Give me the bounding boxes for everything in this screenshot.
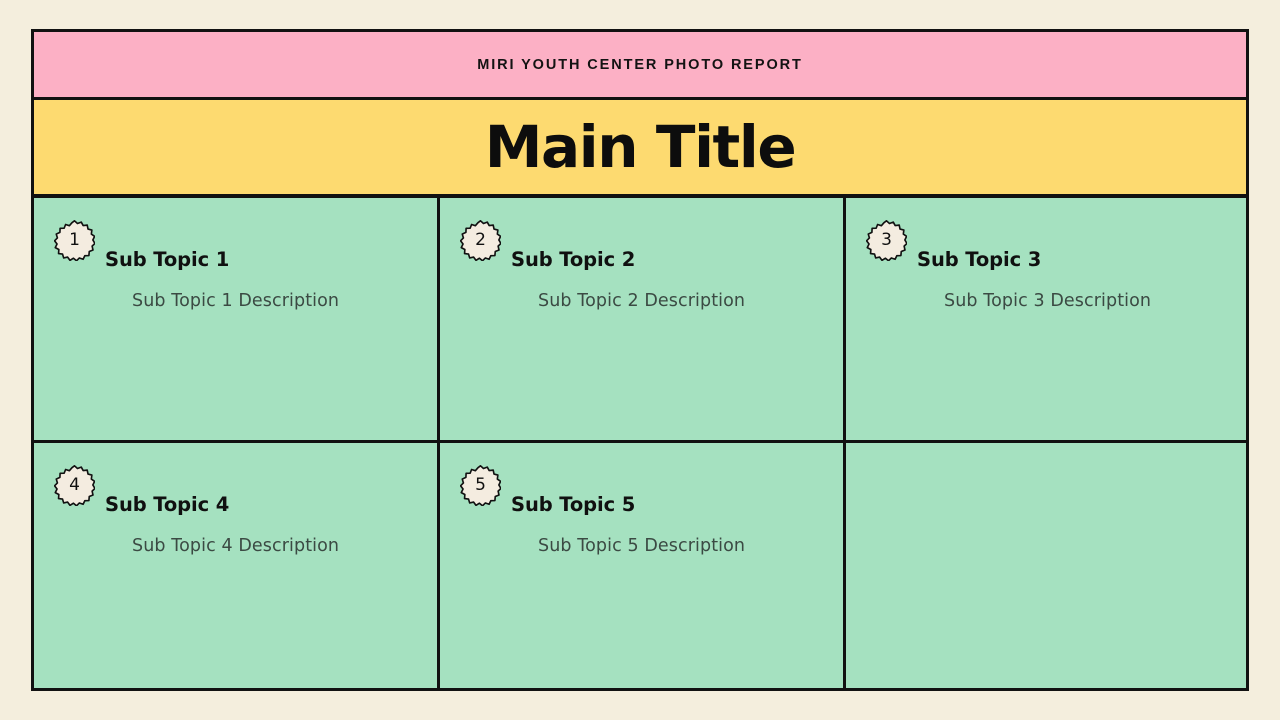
- subtopic-title: Sub Topic 2: [511, 248, 636, 271]
- subtopic-cell-6-empty[interactable]: [846, 443, 1246, 688]
- seal-badge-icon: 5: [460, 465, 501, 506]
- subtopic-header-3: 3 Sub Topic 3: [866, 220, 1228, 278]
- seal-badge-icon: 1: [54, 220, 95, 261]
- report-poster: MIRI YOUTH CENTER PHOTO REPORT Main Titl…: [31, 29, 1249, 691]
- subtopic-header-5: 5 Sub Topic 5: [460, 465, 825, 523]
- badge-number: 3: [881, 229, 892, 250]
- subtopic-cell-3[interactable]: 3 Sub Topic 3 Sub Topic 3 Description: [846, 198, 1246, 443]
- subtopic-cell-4[interactable]: 4 Sub Topic 4 Sub Topic 4 Description: [34, 443, 440, 688]
- header-band: MIRI YOUTH CENTER PHOTO REPORT: [34, 32, 1246, 100]
- subtopic-title: Sub Topic 1: [105, 248, 230, 271]
- subtopic-description: Sub Topic 5 Description: [538, 536, 746, 556]
- badge-number: 5: [475, 474, 486, 495]
- subtopic-description: Sub Topic 2 Description: [538, 291, 746, 311]
- subtopic-header-2: 2 Sub Topic 2: [460, 220, 825, 278]
- seal-badge-icon: 3: [866, 220, 907, 261]
- seal-badge-icon: 4: [54, 465, 95, 506]
- subtopic-header-4: 4 Sub Topic 4: [54, 465, 419, 523]
- page-title: Main Title: [484, 113, 797, 181]
- report-kicker: MIRI YOUTH CENTER PHOTO REPORT: [477, 56, 803, 73]
- seal-badge-icon: 2: [460, 220, 501, 261]
- badge-number: 2: [475, 229, 486, 250]
- subtopic-grid: 1 Sub Topic 1 Sub Topic 1 Description 2 …: [34, 198, 1246, 688]
- subtopic-title: Sub Topic 3: [917, 248, 1042, 271]
- badge-number: 1: [69, 229, 80, 250]
- title-band: Main Title: [34, 100, 1246, 198]
- subtopic-cell-2[interactable]: 2 Sub Topic 2 Sub Topic 2 Description: [440, 198, 846, 443]
- subtopic-description: Sub Topic 1 Description: [132, 291, 340, 311]
- subtopic-description: Sub Topic 3 Description: [944, 291, 1152, 311]
- subtopic-cell-5[interactable]: 5 Sub Topic 5 Sub Topic 5 Description: [440, 443, 846, 688]
- subtopic-title: Sub Topic 5: [511, 493, 636, 516]
- subtopic-header-1: 1 Sub Topic 1: [54, 220, 419, 278]
- subtopic-description: Sub Topic 4 Description: [132, 536, 340, 556]
- subtopic-cell-1[interactable]: 1 Sub Topic 1 Sub Topic 1 Description: [34, 198, 440, 443]
- subtopic-title: Sub Topic 4: [105, 493, 230, 516]
- badge-number: 4: [69, 474, 80, 495]
